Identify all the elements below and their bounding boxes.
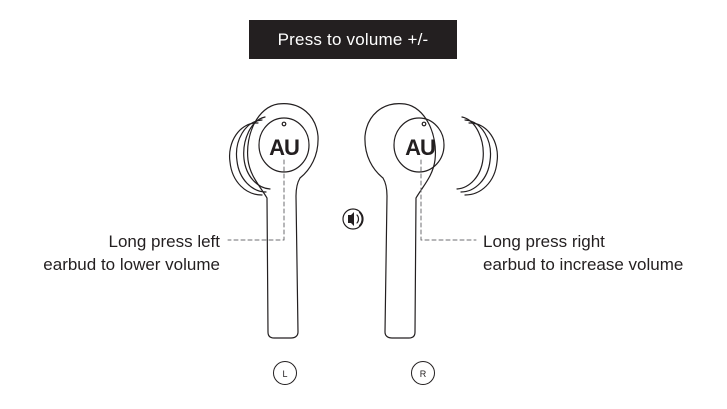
left-instruction-line1: Long press left [108, 232, 220, 251]
right-earbud[interactable] [364, 103, 498, 339]
left-instruction: Long press left earbud to lower volume [43, 230, 220, 276]
title-banner: Press to volume +/- [249, 20, 457, 59]
right-earbud-logo: AU [405, 135, 435, 160]
right-leader-line [420, 159, 477, 241]
left-instruction-line2: earbud to lower volume [43, 255, 220, 274]
left-leader-line [227, 159, 285, 241]
left-side-badge: L [273, 361, 297, 385]
right-side-badge: R [411, 361, 435, 385]
right-instruction-line1: Long press right [483, 232, 605, 251]
sound-wave-icon [342, 208, 364, 230]
left-earbud-logo: AU [269, 135, 299, 160]
left-earbud[interactable] [229, 103, 319, 339]
right-instruction-line2: earbud to increase volume [483, 255, 684, 274]
right-instruction: Long press right earbud to increase volu… [483, 230, 683, 276]
